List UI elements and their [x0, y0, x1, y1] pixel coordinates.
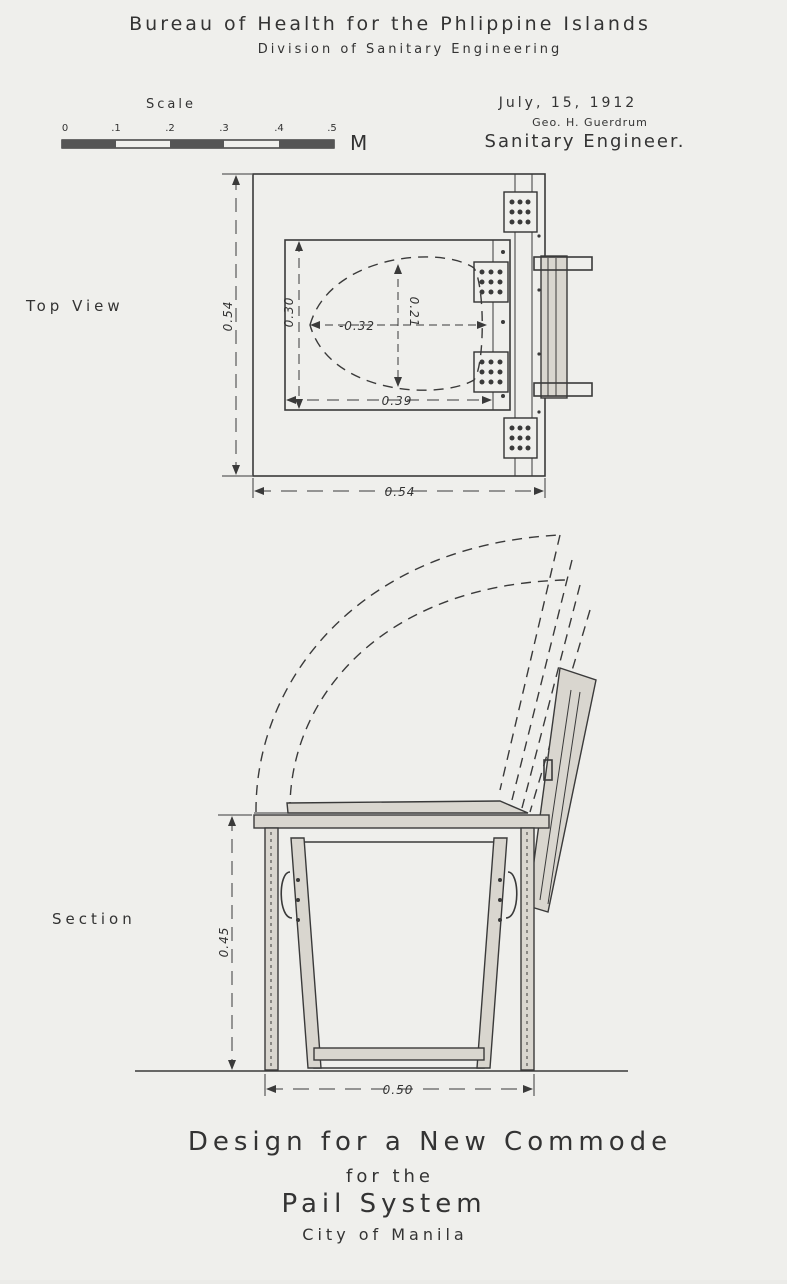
footer-for-the: for the [346, 1166, 434, 1187]
scale-bar: 0 .1 .2 .3 .4 .5 M [61, 123, 367, 155]
hinge-plate [473, 351, 509, 393]
engineer-title: Sanitary Engineer. [485, 131, 686, 152]
dim-oval-height: 0.21 [407, 297, 421, 328]
hinge-plate [473, 261, 509, 303]
footer-system: Pail System [281, 1189, 486, 1219]
scale-tick: .5 [327, 123, 337, 134]
footer-title: Design for a New Commode [188, 1127, 672, 1157]
hinge-plate [503, 191, 538, 233]
rear-leg [520, 827, 535, 1071]
backrest-top [533, 255, 593, 399]
section-drawing: 0.45 0.50 [135, 534, 628, 1097]
top-view-label: Top View [25, 297, 124, 315]
seat-section [253, 814, 550, 829]
scale-label: Scale [146, 97, 196, 112]
dim-top-height: 0.54 [221, 301, 235, 332]
engineer-name: Geo. H. Guerdrum [532, 116, 648, 129]
scale-unit: M [350, 131, 367, 155]
date-stamp: July, 15, 1912 [498, 95, 637, 111]
dim-opening-width: 0.39 [382, 394, 413, 408]
footer-city: City of Manila [302, 1225, 467, 1244]
header-title: Bureau of Health for the Phlippine Islan… [129, 13, 651, 35]
scale-tick: .1 [111, 123, 121, 134]
scale-tick: 0 [62, 123, 68, 134]
top-view-drawing: -0.32 0.21 0.30 0.39 0.54 0.54 [221, 173, 593, 499]
seat-oval-opening [309, 256, 483, 391]
header-subtitle: Division of Sanitary Engineering [258, 42, 563, 57]
lid-swing-arc [289, 579, 566, 813]
scale-tick: .2 [165, 123, 175, 134]
backrest-section [527, 667, 597, 913]
scale-tick: .3 [219, 123, 229, 134]
front-leg [264, 827, 279, 1071]
lid-section [286, 800, 529, 814]
dim-section-height: 0.45 [217, 927, 231, 958]
section-label: Section [52, 910, 136, 928]
dim-oval-width: -0.32 [339, 319, 375, 333]
dim-top-width: 0.54 [385, 485, 416, 499]
hinge-plate [503, 417, 538, 459]
dim-opening-height: 0.30 [282, 297, 296, 328]
pail-section [299, 841, 501, 1069]
lid-swing-arc [255, 534, 561, 813]
dim-section-width: 0.50 [383, 1083, 414, 1097]
scale-tick: .4 [274, 123, 284, 134]
